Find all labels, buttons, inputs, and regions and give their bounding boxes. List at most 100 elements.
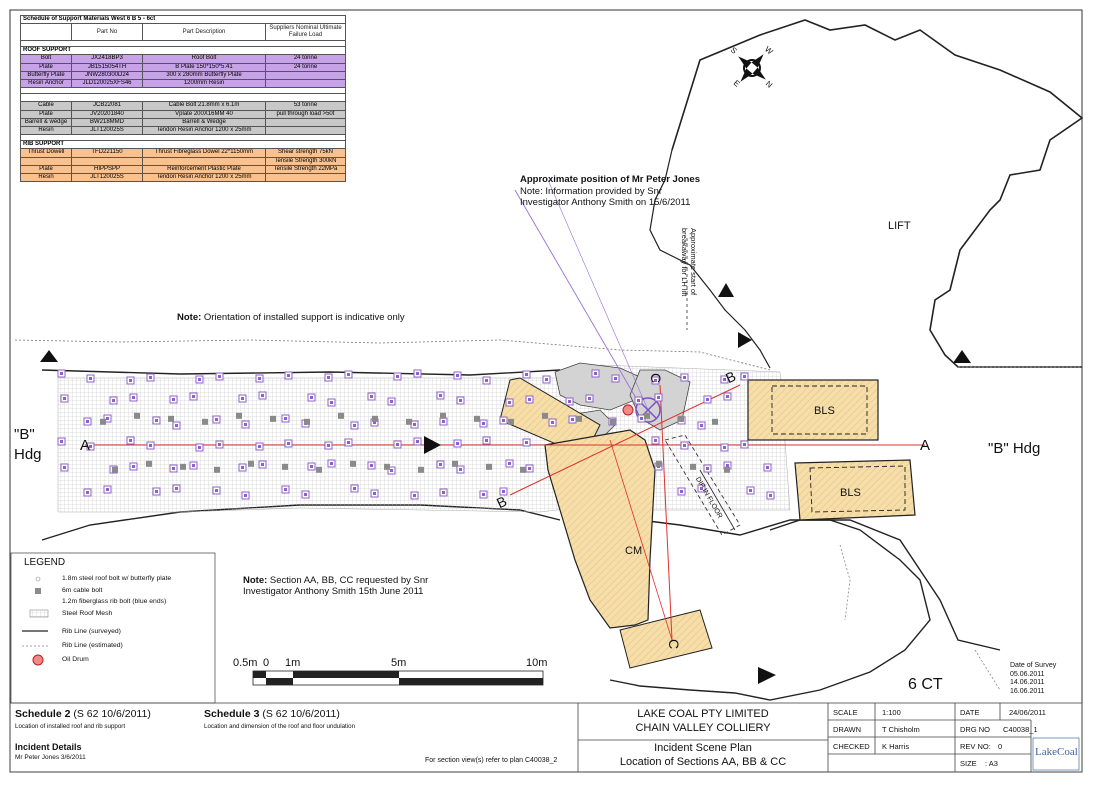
cable-bolt-marker bbox=[576, 415, 582, 422]
schedule-cell: Cable Bolt 21.8mm x 6.1m bbox=[142, 101, 266, 111]
dip-arrow bbox=[699, 469, 736, 531]
schedule-cell: JB1515054TH bbox=[71, 62, 143, 72]
drg-field-value: C40038_1 bbox=[1003, 725, 1038, 734]
roof-bolt-marker-core bbox=[198, 446, 201, 449]
rev-field-value: 0 bbox=[998, 742, 1003, 751]
schedule-cell bbox=[265, 70, 346, 81]
survey-dates: Date of Survey 05.06.2011 14.06.2011 16.… bbox=[1010, 662, 1056, 696]
roof-bolt-marker-core bbox=[654, 439, 657, 442]
schedule-2-heading: Schedule 2 (S 62 10/6/2011) bbox=[15, 708, 151, 720]
schedule-cell: Shear strength 75kN bbox=[265, 148, 346, 158]
roof-bolt-marker-core bbox=[654, 379, 657, 382]
schedule-cell: 300 x 280mm Butterfly Plate bbox=[142, 70, 266, 81]
roof-bolt-marker-core bbox=[456, 374, 459, 377]
lift-label: LIFT bbox=[888, 220, 911, 232]
b-heading-right: "B" Hdg bbox=[988, 440, 1041, 457]
roof-bolt-marker-core bbox=[769, 494, 772, 497]
lake-coal-logo: LakeCoal bbox=[1035, 746, 1078, 758]
roof-bolt-marker-core bbox=[353, 487, 356, 490]
cable-bolt-marker bbox=[168, 415, 174, 422]
legend-box bbox=[10, 552, 216, 704]
schedule-cell: Resin Anchor bbox=[20, 79, 72, 89]
roof-bolt-marker-core bbox=[155, 419, 158, 422]
schedule-cell: pull through load >50t bbox=[265, 109, 346, 119]
roof-bolt-marker-core bbox=[545, 378, 548, 381]
roof-bolt-marker-core bbox=[330, 401, 333, 404]
scale-field-label: SCALE bbox=[833, 708, 858, 717]
roof-bolt-marker-core bbox=[528, 398, 531, 401]
scale-label-1m: 1m bbox=[285, 657, 301, 669]
roof-bolt-marker-core bbox=[347, 373, 350, 376]
cable-bolt-marker bbox=[248, 460, 254, 467]
schedule-cell: Butterfly Plate bbox=[20, 70, 72, 81]
arrow-triangle-lift-1 bbox=[718, 283, 734, 297]
roof-bolt-marker-core bbox=[244, 423, 247, 426]
scale-field-value: 1:100 bbox=[882, 708, 901, 717]
roof-bolt-marker-core bbox=[129, 379, 132, 382]
approx-position-note-2: Investigator Anthony Smith on 15/6/2011 bbox=[520, 197, 691, 208]
roof-bolt-marker-core bbox=[310, 465, 313, 468]
cable-bolt-marker bbox=[180, 463, 186, 470]
orientation-note: Note: Orientation of installed support i… bbox=[177, 312, 405, 323]
dip-in-floor-outline bbox=[664, 434, 741, 536]
schedule-title: Schedule of Support Materials West 6 B 5… bbox=[20, 14, 346, 25]
section-note: Note: Section AA, BB, CC requested by Sn… bbox=[243, 575, 428, 597]
schedule-cell: Thrust Fibreglass Dowel 22*1150mm bbox=[142, 148, 266, 158]
roof-bolt-marker-core bbox=[502, 490, 505, 493]
schedule-cell: Cable bbox=[20, 101, 72, 111]
schedule-cell: 53 tonne bbox=[265, 101, 346, 111]
cable-bolt-marker bbox=[350, 460, 356, 467]
schedule-cell bbox=[265, 79, 346, 89]
roof-bolt-marker-core bbox=[287, 374, 290, 377]
roof-bolt-marker-core bbox=[683, 444, 686, 447]
cable-bolt-marker bbox=[112, 466, 118, 473]
schedule-cell: JCB22081 bbox=[71, 101, 143, 111]
bls-label-2: BLS bbox=[840, 487, 861, 499]
roof-bolt-marker-core bbox=[502, 419, 505, 422]
roof-bolt-marker-core bbox=[258, 445, 261, 448]
roof-bolt-marker-core bbox=[416, 372, 419, 375]
legend-item-rib-bolt: 1.2m fiberglass rib bolt (blue ends) bbox=[62, 598, 167, 605]
compass-rose bbox=[738, 54, 766, 82]
roof-bolt-marker-core bbox=[568, 400, 571, 403]
roof-bolt-marker-core bbox=[287, 442, 290, 445]
b-heading-left-2: Hdg bbox=[14, 446, 42, 463]
schedule-2-rest: (S 62 10/6/2011) bbox=[73, 708, 151, 720]
roof-bolt-marker-core bbox=[456, 442, 459, 445]
roof-bolt-marker-core bbox=[106, 488, 109, 491]
schedule-header-cell: Suppliers Nominal Ultimate Failure Load bbox=[265, 23, 346, 42]
schedule-cell: Plate bbox=[20, 164, 72, 175]
roof-bolt-marker-core bbox=[508, 462, 511, 465]
roof-bolt-marker-core bbox=[132, 396, 135, 399]
rib-line-lower-right bbox=[609, 519, 931, 701]
schedule-section-row: RIB SUPPORT bbox=[20, 140, 346, 150]
legend-oil-drum-swatch bbox=[32, 654, 44, 666]
schedule-cell: 1200mm Resin bbox=[142, 79, 266, 89]
checked-field-label: CHECKED bbox=[833, 742, 870, 751]
roof-bolt-marker-core bbox=[89, 445, 92, 448]
cable-bolt-marker bbox=[520, 466, 526, 473]
scale-label-5m: 5m bbox=[391, 657, 407, 669]
drawn-field-value: T Chisholm bbox=[882, 725, 920, 734]
scale-label-0-5m: 0.5m bbox=[233, 657, 258, 669]
roof-bolt-marker-core bbox=[413, 423, 416, 426]
survey-date-3: 16.06.2011 bbox=[1010, 687, 1045, 695]
section-note-line-1: Section AA, BB, CC requested by Snr bbox=[269, 575, 429, 586]
roof-bolt-marker-core bbox=[413, 494, 416, 497]
incident-details-desc: Mr Peter Jones 3/6/2011 bbox=[15, 754, 86, 761]
schedule-cell: 24 tonne bbox=[265, 62, 346, 72]
roof-bolt-marker-core bbox=[439, 463, 442, 466]
cable-bolt-marker bbox=[372, 415, 378, 422]
section-a-right-label: A bbox=[920, 437, 931, 454]
roof-bolt-marker-core bbox=[86, 420, 89, 423]
roof-bolt-marker-core bbox=[198, 378, 201, 381]
schedule-row: Tensile Strength 300kN bbox=[20, 156, 346, 166]
roof-bolt-marker-core bbox=[172, 398, 175, 401]
approx-position-note-1: Note: Information provided by Snr bbox=[520, 186, 663, 197]
schedule-cell: JX2418BP3 bbox=[71, 54, 143, 64]
cm-label: CM bbox=[625, 545, 643, 557]
roof-bolt-marker-core bbox=[172, 467, 175, 470]
schedule-cell: Vplate 200X16MM 40 bbox=[142, 109, 266, 119]
roof-bolt-marker-core bbox=[743, 443, 746, 446]
